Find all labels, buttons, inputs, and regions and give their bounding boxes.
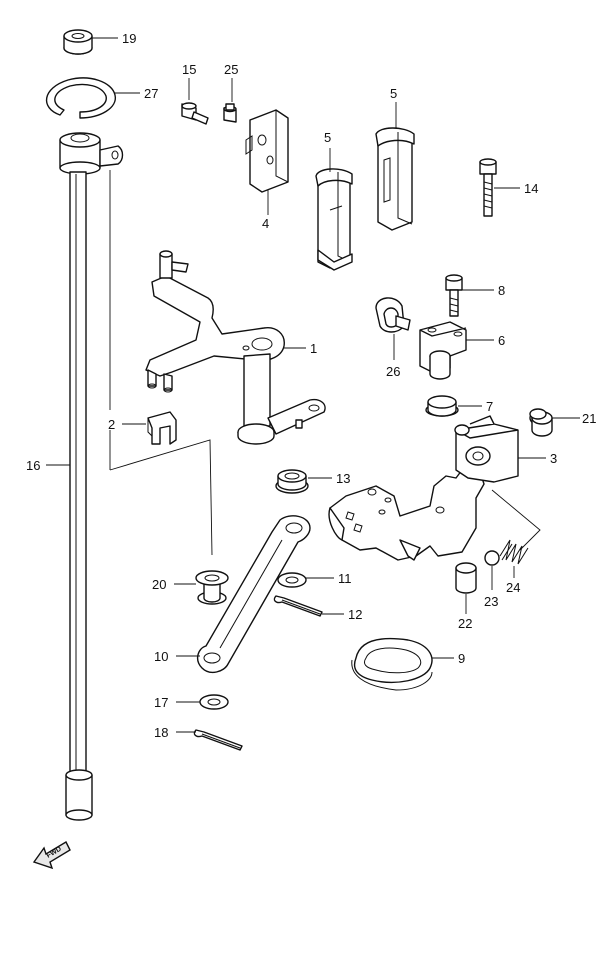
part-25-screw bbox=[223, 103, 237, 123]
part-19-plug bbox=[63, 29, 93, 55]
callout-5a: 5 bbox=[324, 130, 331, 145]
part-13-bushing bbox=[275, 469, 309, 494]
callout-13: 13 bbox=[336, 471, 350, 486]
callout-6: 6 bbox=[498, 333, 505, 348]
part-3-bracket-assembly bbox=[328, 415, 519, 561]
callout-14: 14 bbox=[524, 181, 538, 196]
part-12-cotter-pin bbox=[273, 595, 323, 617]
part-18-cotter-pin bbox=[193, 729, 243, 751]
callout-17: 17 bbox=[154, 695, 168, 710]
callout-3: 3 bbox=[550, 451, 557, 466]
callout-2: 2 bbox=[108, 417, 115, 432]
callout-5b: 5 bbox=[390, 86, 397, 101]
part-15-screw bbox=[181, 102, 209, 125]
callout-4: 4 bbox=[262, 216, 269, 231]
callout-8: 8 bbox=[498, 283, 505, 298]
part-5-clip-right bbox=[375, 127, 415, 231]
part-17-washer bbox=[199, 694, 229, 710]
callout-24: 24 bbox=[506, 580, 520, 595]
callout-21: 21 bbox=[582, 411, 596, 426]
part-20-bushing bbox=[195, 570, 229, 605]
callout-1: 1 bbox=[310, 341, 317, 356]
part-6-bracket bbox=[419, 321, 467, 380]
callout-11: 11 bbox=[338, 571, 352, 586]
callout-25: 25 bbox=[224, 62, 238, 77]
part-4-plate bbox=[245, 109, 289, 193]
part-21-bushing bbox=[529, 408, 553, 437]
part-10-link-rod bbox=[196, 515, 311, 674]
part-8-bolt bbox=[445, 274, 463, 317]
part-14-bolt bbox=[479, 158, 497, 217]
part-7-bushing bbox=[425, 395, 459, 417]
callout-18: 18 bbox=[154, 725, 168, 740]
callout-10: 10 bbox=[154, 649, 168, 664]
callout-23: 23 bbox=[484, 594, 498, 609]
callout-7: 7 bbox=[486, 399, 493, 414]
part-27-snap-ring bbox=[45, 77, 116, 119]
part-5-clip-left bbox=[315, 168, 353, 271]
callout-22: 22 bbox=[458, 616, 472, 631]
part-2-clip bbox=[147, 411, 177, 445]
part-9-grommet bbox=[351, 637, 433, 691]
part-24-spring bbox=[499, 539, 529, 565]
callout-9: 9 bbox=[458, 651, 465, 666]
part-22-sleeve bbox=[455, 562, 477, 594]
part-11-washer bbox=[277, 572, 307, 588]
callout-26: 26 bbox=[386, 364, 400, 379]
callout-12: 12 bbox=[348, 607, 362, 622]
fwd-arrow-icon: FWD bbox=[32, 841, 71, 870]
callout-27: 27 bbox=[144, 86, 158, 101]
part-26-clip bbox=[375, 297, 411, 333]
callout-16: 16 bbox=[26, 458, 40, 473]
callout-19: 19 bbox=[122, 31, 136, 46]
part-16-shift-rod bbox=[59, 132, 124, 821]
part-23-ball bbox=[484, 550, 500, 566]
callout-15: 15 bbox=[182, 62, 196, 77]
callout-20: 20 bbox=[152, 577, 166, 592]
part-1-shift-lever bbox=[145, 250, 326, 445]
